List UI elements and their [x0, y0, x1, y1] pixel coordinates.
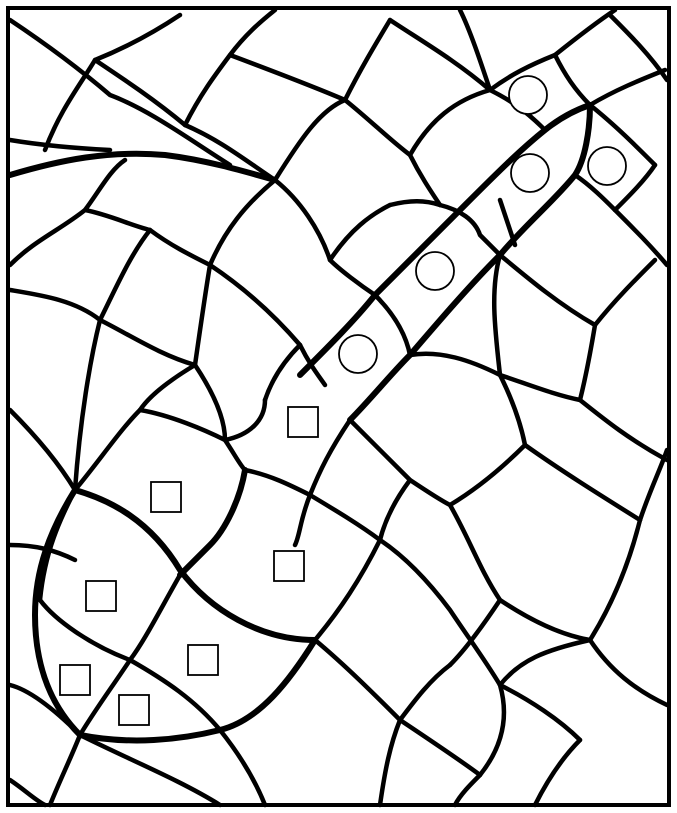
circle-marker [511, 154, 549, 192]
circle-marker [509, 76, 547, 114]
square-marker [60, 665, 90, 695]
square-marker [151, 482, 181, 512]
square-marker [86, 581, 116, 611]
square-marker [288, 407, 318, 437]
square-marker [274, 551, 304, 581]
square-marker [188, 645, 218, 675]
square-marker [119, 695, 149, 725]
circle-marker [416, 252, 454, 290]
circle-marker [339, 335, 377, 373]
circle-marker [588, 147, 626, 185]
